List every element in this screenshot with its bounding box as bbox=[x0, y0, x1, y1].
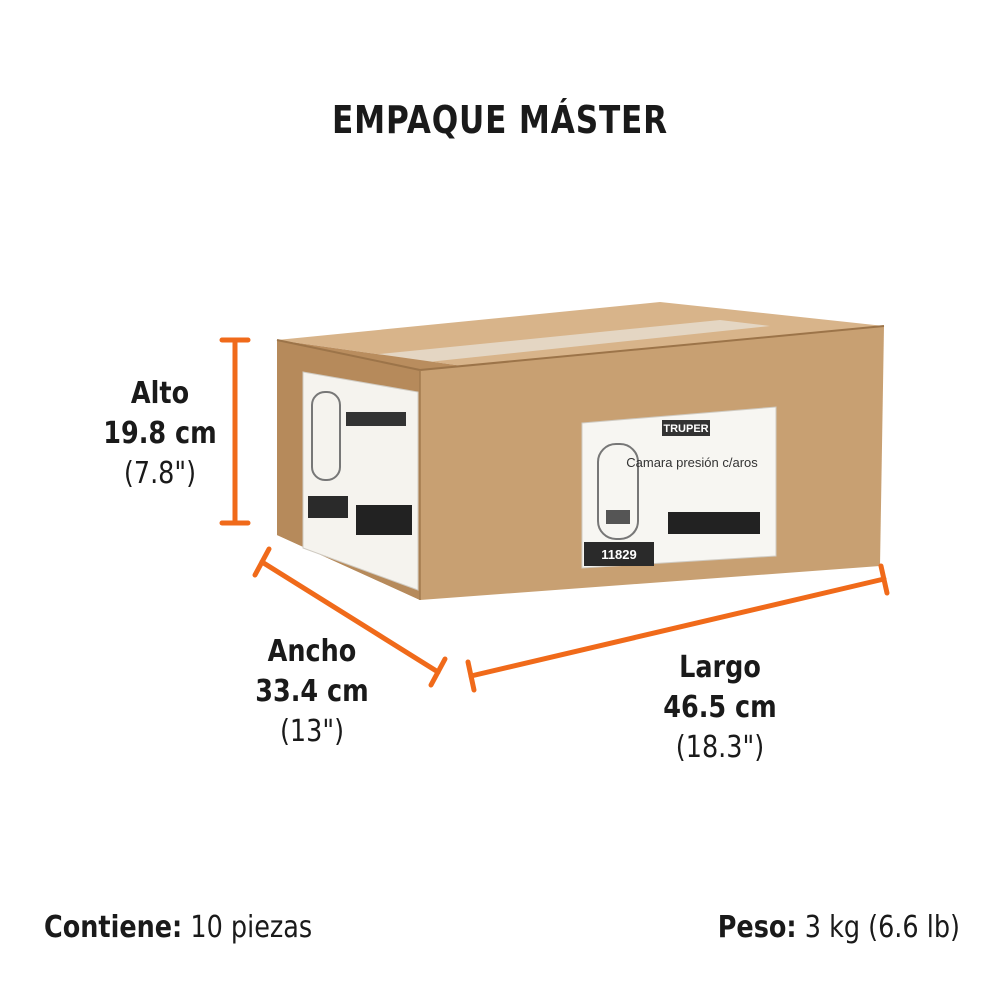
box-tape bbox=[340, 320, 770, 366]
alto-metric: 19.8 cm bbox=[103, 416, 217, 451]
ancho-dimension-line bbox=[259, 559, 441, 675]
box-front-label bbox=[581, 406, 777, 569]
alto-label: Alto bbox=[130, 376, 190, 411]
ancho-dimension: Ancho 33.4 cm (13") bbox=[232, 632, 392, 752]
contiene-value: 10 piezas bbox=[190, 910, 313, 945]
alto-imperial: (7.8") bbox=[123, 456, 197, 491]
box-brand-logo: TRUPER bbox=[663, 423, 708, 435]
largo-imperial: (18.3") bbox=[675, 730, 765, 765]
largo-metric: 46.5 cm bbox=[663, 690, 777, 725]
ancho-metric: 33.4 cm bbox=[255, 674, 369, 709]
peso-value: 3 kg (6.6 lb) bbox=[804, 910, 960, 945]
box-code: 11829 bbox=[601, 547, 636, 562]
ancho-imperial: (13") bbox=[279, 714, 345, 749]
largo-dimension: Largo 46.5 cm (18.3") bbox=[640, 648, 800, 768]
box-side-label bbox=[302, 371, 419, 591]
largo-dimension-line bbox=[468, 576, 887, 679]
contiene-info: Contiene: 10 piezas bbox=[44, 910, 360, 945]
box-product-name: Camara presión c/aros bbox=[626, 455, 758, 470]
largo-label: Largo bbox=[679, 650, 761, 685]
contiene-label: Contiene: bbox=[44, 910, 183, 945]
peso-info: Peso: 3 kg (6.6 lb) bbox=[675, 910, 960, 945]
ancho-label: Ancho bbox=[267, 634, 357, 669]
alto-dimension: Alto 19.8 cm (7.8") bbox=[85, 374, 235, 494]
peso-label: Peso: bbox=[717, 910, 797, 945]
page-title: EMPAQUE MÁSTER bbox=[332, 98, 668, 142]
